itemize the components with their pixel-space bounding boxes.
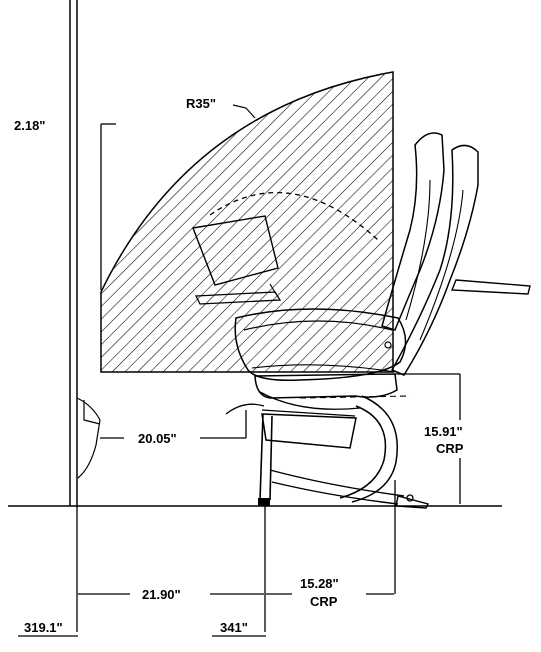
floor-distance-dimension: 21.90"	[78, 587, 264, 602]
radius-leader	[232, 104, 256, 119]
station-labels: 319.1" 341"	[18, 620, 266, 637]
height-above-label: 2.18"	[14, 118, 45, 133]
crp-height-label: 15.91"	[424, 424, 463, 439]
bulkhead-wall	[69, 0, 101, 506]
seat-reach-label: 20.05"	[138, 431, 177, 446]
crp-height-dimension: 15.91" CRP	[395, 373, 464, 504]
seat-backs	[381, 132, 531, 376]
seat-frame	[254, 341, 430, 509]
radius-label: R35"	[186, 96, 216, 111]
seat-reach-dimension: 20.05"	[100, 410, 247, 446]
leg-swing-arc	[225, 403, 265, 415]
station-right-label: 341"	[220, 620, 248, 635]
head-strike-zone	[100, 71, 394, 373]
crp-horizontal-sub-label: CRP	[310, 594, 338, 609]
floor-distance-label: 21.90"	[142, 587, 181, 602]
seat-cushion	[234, 308, 407, 382]
tray-table	[192, 215, 282, 305]
crp-horizontal-dimension: 15.28" CRP	[266, 576, 394, 609]
head-path-arc	[209, 191, 379, 241]
station-left-label: 319.1"	[24, 620, 63, 635]
crp-height-sub-label: CRP	[436, 441, 464, 456]
crp-horizontal-label: 15.28"	[300, 576, 339, 591]
